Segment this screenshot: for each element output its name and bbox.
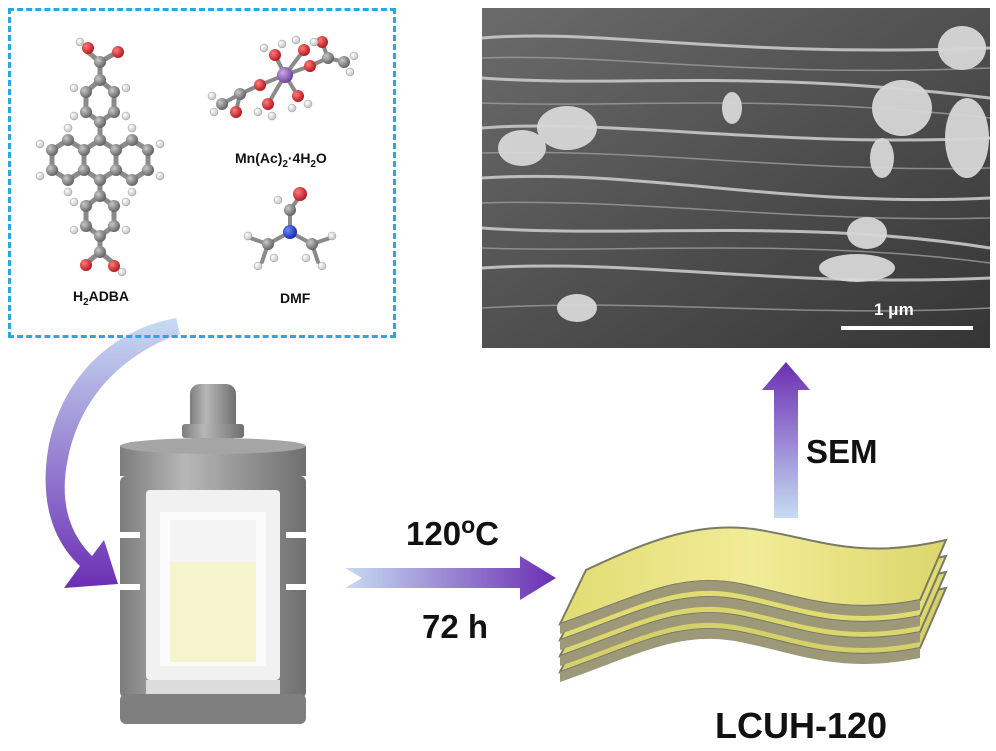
- ligand-label-part: ADBA: [88, 288, 130, 304]
- scale-bar: [841, 326, 973, 330]
- metal-salt-label-part: O: [315, 150, 327, 166]
- sem-label: SEM: [806, 433, 878, 470]
- ligand-label-part: H: [73, 288, 84, 304]
- metal-salt-label-part: ·4H: [287, 150, 311, 166]
- solvent-label: DMF: [280, 290, 311, 306]
- metal-salt-molecule-icon: [207, 35, 359, 121]
- autoclave-icon: [120, 384, 306, 724]
- scale-bar-label: 1 μm: [874, 300, 914, 319]
- solvent-molecule-icon: [243, 187, 337, 271]
- reaction-arrow-icon: [345, 556, 556, 600]
- layered-sheets-icon: [558, 526, 948, 682]
- temperature-degree: o: [461, 512, 476, 538]
- sem-texture: [482, 8, 990, 348]
- time-label: 72 h: [422, 608, 489, 645]
- product-name: LCUH-120: [715, 705, 888, 746]
- curved-arrow-icon: [45, 318, 180, 588]
- ligand-label-sub: 2: [83, 296, 89, 308]
- metal-salt-label-part: Mn(Ac): [235, 150, 283, 166]
- metal-salt-label-sub: 2: [282, 158, 288, 170]
- temperature-label: 120oC: [406, 512, 499, 553]
- ligand-label: H2ADBA: [73, 288, 129, 308]
- up-arrow-icon: [762, 362, 810, 518]
- sem-micrograph: [482, 8, 990, 348]
- metal-salt-label: Mn(Ac)2·4H2O: [235, 150, 327, 170]
- metal-salt-label-sub: 2: [310, 158, 316, 170]
- temperature-value: 120: [406, 515, 462, 552]
- ligand-molecule-icon: [35, 37, 165, 277]
- reactants-box: [8, 8, 396, 338]
- temperature-unit: C: [475, 515, 500, 552]
